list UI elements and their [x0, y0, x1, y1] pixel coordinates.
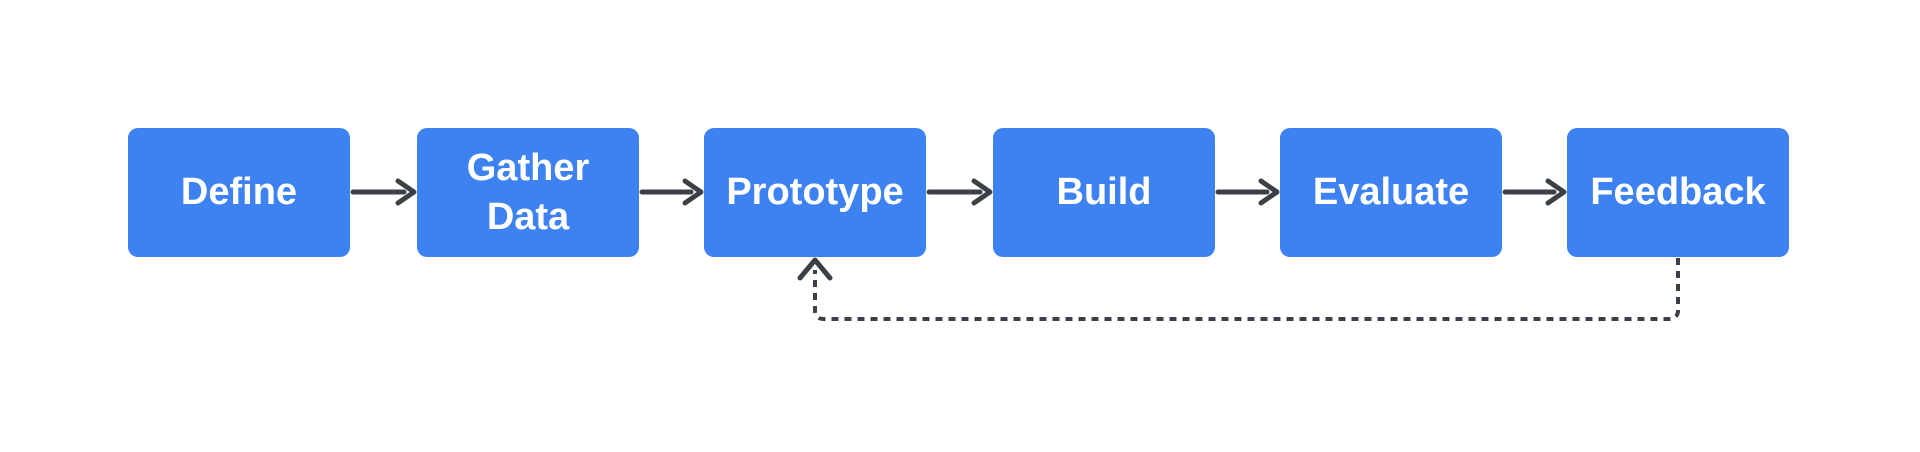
flow-node-gather-data: Gather Data — [417, 128, 639, 257]
flow-node-build: Build — [993, 128, 1215, 257]
arrow-build-to-evaluate — [1215, 178, 1280, 206]
flow-node-feedback: Feedback — [1567, 128, 1789, 257]
flow-node-label: Prototype — [726, 171, 904, 213]
flow-node-evaluate: Evaluate — [1280, 128, 1502, 257]
arrow-evaluate-to-feedback — [1502, 178, 1567, 206]
flow-node-label: Build — [1056, 171, 1152, 213]
arrow-define-to-gather-data — [350, 178, 417, 206]
flow-node-label: Define — [180, 171, 298, 213]
flow-node-label: Feedback — [1590, 171, 1766, 213]
flow-node-prototype: Prototype — [704, 128, 926, 257]
flow-node-label: Evaluate — [1312, 171, 1470, 213]
arrow-prototype-to-build — [926, 178, 993, 206]
flow-node-label: Gather Data — [466, 146, 590, 238]
dashed-arrow-feedback-to-prototype — [797, 257, 1680, 321]
flow-node-define: Define — [128, 128, 350, 257]
arrow-gather-data-to-prototype — [639, 178, 704, 206]
